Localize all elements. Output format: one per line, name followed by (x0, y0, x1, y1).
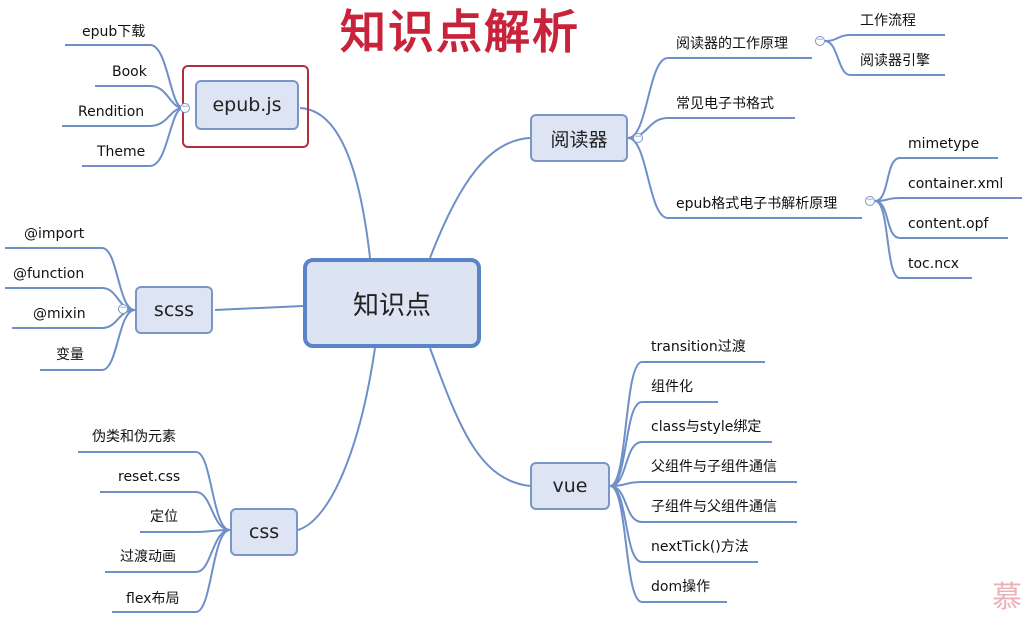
leaf-css-reset: reset.css (118, 469, 181, 485)
leaf-parse-mimetype: mimetype (908, 136, 980, 152)
leaf-css-transition: 过渡动画 (120, 549, 176, 565)
leaf-css-flex: flex布局 (126, 591, 180, 607)
leaf-vue-component: 组件化 (651, 379, 693, 395)
reader-formats: 常见电子书格式 (676, 96, 774, 112)
leaf-vue-class-style: class与style绑定 (651, 419, 762, 435)
leaf-vue-parent-child: 父组件与子组件通信 (651, 459, 777, 475)
leaf-vue-nexttick: nextTick()方法 (651, 539, 749, 555)
leaf-vue-transition: transition过渡 (651, 339, 746, 355)
edge-center-reader (429, 137, 531, 259)
edge-scss-leaves (101, 247, 136, 371)
edge-center-epub (299, 107, 371, 259)
edge-epub-leaves (149, 44, 184, 167)
branch-vue[interactable]: vue (530, 462, 610, 510)
collapse-icon[interactable]: − (815, 35, 825, 46)
edge-center-scss (214, 305, 304, 311)
leaf-css-pseudo: 伪类和伪元素 (92, 429, 176, 445)
edge-center-css (297, 347, 376, 531)
leaf-epub-theme: Theme (97, 144, 146, 160)
leaf-parse-content: content.opf (908, 216, 989, 232)
edge-center-vue (429, 347, 531, 487)
edge-vue-leaves (609, 361, 643, 603)
collapse-icon[interactable]: − (118, 303, 128, 314)
leaf-epub-rendition: Rendition (78, 104, 145, 120)
leaf-reader-engine: 阅读器引擎 (860, 53, 930, 69)
edge-css-leaves (195, 451, 231, 613)
center-node[interactable]: 知识点 (303, 258, 481, 348)
leaf-scss-mixin: @mixin (33, 306, 86, 322)
leaf-parse-toc: toc.ncx (908, 256, 960, 272)
leaf-vue-child-parent: 子组件与父组件通信 (651, 499, 777, 515)
branch-scss[interactable]: scss (135, 286, 213, 334)
watermark-logo: 慕 (992, 580, 1022, 615)
branch-css[interactable]: css (230, 508, 298, 556)
reader-parse: epub格式电子书解析原理 (676, 196, 838, 212)
branch-epub[interactable]: epub.js (195, 80, 299, 130)
branch-reader[interactable]: 阅读器 (530, 114, 628, 162)
collapse-icon[interactable]: − (180, 102, 190, 113)
page-title: 知识点解析 (340, 5, 580, 59)
leaf-scss-variable: 变量 (56, 347, 84, 363)
edge-parse-leaves (874, 157, 901, 279)
leaf-scss-import: @import (24, 226, 85, 242)
leaf-epub-download: epub下载 (82, 24, 146, 40)
leaf-reader-workflow: 工作流程 (860, 13, 916, 29)
leaf-css-position: 定位 (150, 509, 178, 525)
leaf-parse-container: container.xml (908, 176, 1004, 192)
leaf-scss-function: @function (13, 266, 85, 282)
leaf-epub-book: Book (112, 64, 147, 80)
edge-principle-leaves (824, 34, 851, 76)
collapse-icon[interactable]: − (865, 195, 875, 206)
reader-principle: 阅读器的工作原理 (676, 36, 788, 52)
collapse-icon[interactable]: − (633, 132, 643, 143)
leaf-vue-dom: dom操作 (651, 579, 711, 595)
